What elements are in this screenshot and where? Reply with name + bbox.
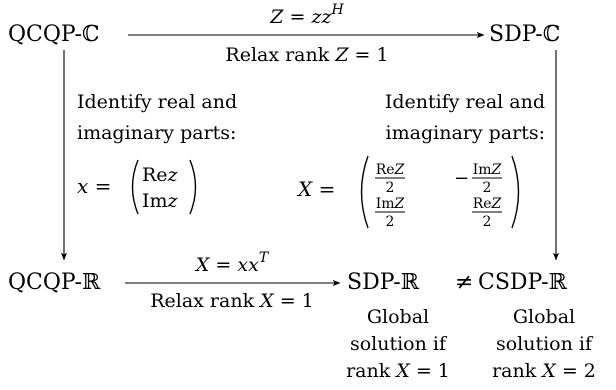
left-vector-row1: Rez: [142, 164, 179, 186]
csdp-real-note-line1: Global: [513, 306, 575, 328]
matrix-entry-11-denominator: 2: [386, 180, 395, 196]
left-vector-open-paren: [131, 159, 139, 215]
matrix-entry-11-numerator: ReZ: [376, 162, 405, 178]
node-qcqp-complex: QCQP-ℂ: [8, 22, 99, 47]
node-sdp-complex: SDP-ℂ: [489, 22, 560, 47]
matrix-entry-12-denominator: 2: [483, 180, 492, 196]
left-vector-close-paren: [189, 159, 197, 215]
node-csdp-real: CSDP-ℝ: [478, 270, 568, 295]
left-vector-row2: Imz: [142, 190, 179, 212]
matrix-entry-12-numerator: ImZ: [473, 162, 502, 178]
csdp-real-note-line2: solution if: [496, 333, 594, 355]
right-matrix-close-paren: [511, 155, 520, 229]
top-edge-mapping: Z = zzH: [269, 2, 344, 28]
left-edge-caption-line1: Identify real and: [77, 91, 237, 113]
not-equal-sign: ≠: [455, 270, 473, 295]
top-edge-relaxation: Relax rank Z = 1: [225, 44, 388, 66]
node-qcqp-real: QCQP-ℝ: [8, 270, 101, 295]
matrix-entry-21-numerator: ImZ: [376, 196, 405, 212]
right-edge-lhs: X =: [296, 177, 335, 201]
left-edge-lhs: x =: [77, 174, 111, 198]
bottom-edge-relaxation: Relax rank X = 1: [150, 290, 314, 312]
left-edge-caption-line2: imaginary parts:: [77, 122, 236, 144]
sdp-real-note-line2: solution if: [350, 333, 448, 355]
bottom-edge-mapping: X = xxT: [194, 250, 270, 276]
node-sdp-real: SDP-ℝ: [347, 270, 420, 295]
matrix-entry-21-denominator: 2: [386, 214, 395, 230]
matrix-entry-12-sign: −: [454, 168, 469, 189]
sdp-real-note-line1: Global: [367, 306, 429, 328]
csdp-real-note-line3: rank X = 2: [492, 360, 596, 382]
matrix-entry-22-denominator: 2: [483, 214, 492, 230]
right-edge-caption-line2: imaginary parts:: [386, 122, 545, 144]
right-matrix-open-paren: [360, 155, 369, 229]
matrix-entry-22-numerator: ReZ: [473, 196, 502, 212]
sdp-real-note-line3: rank X = 1: [346, 360, 450, 382]
right-edge-caption-line1: Identify real and: [385, 91, 545, 113]
